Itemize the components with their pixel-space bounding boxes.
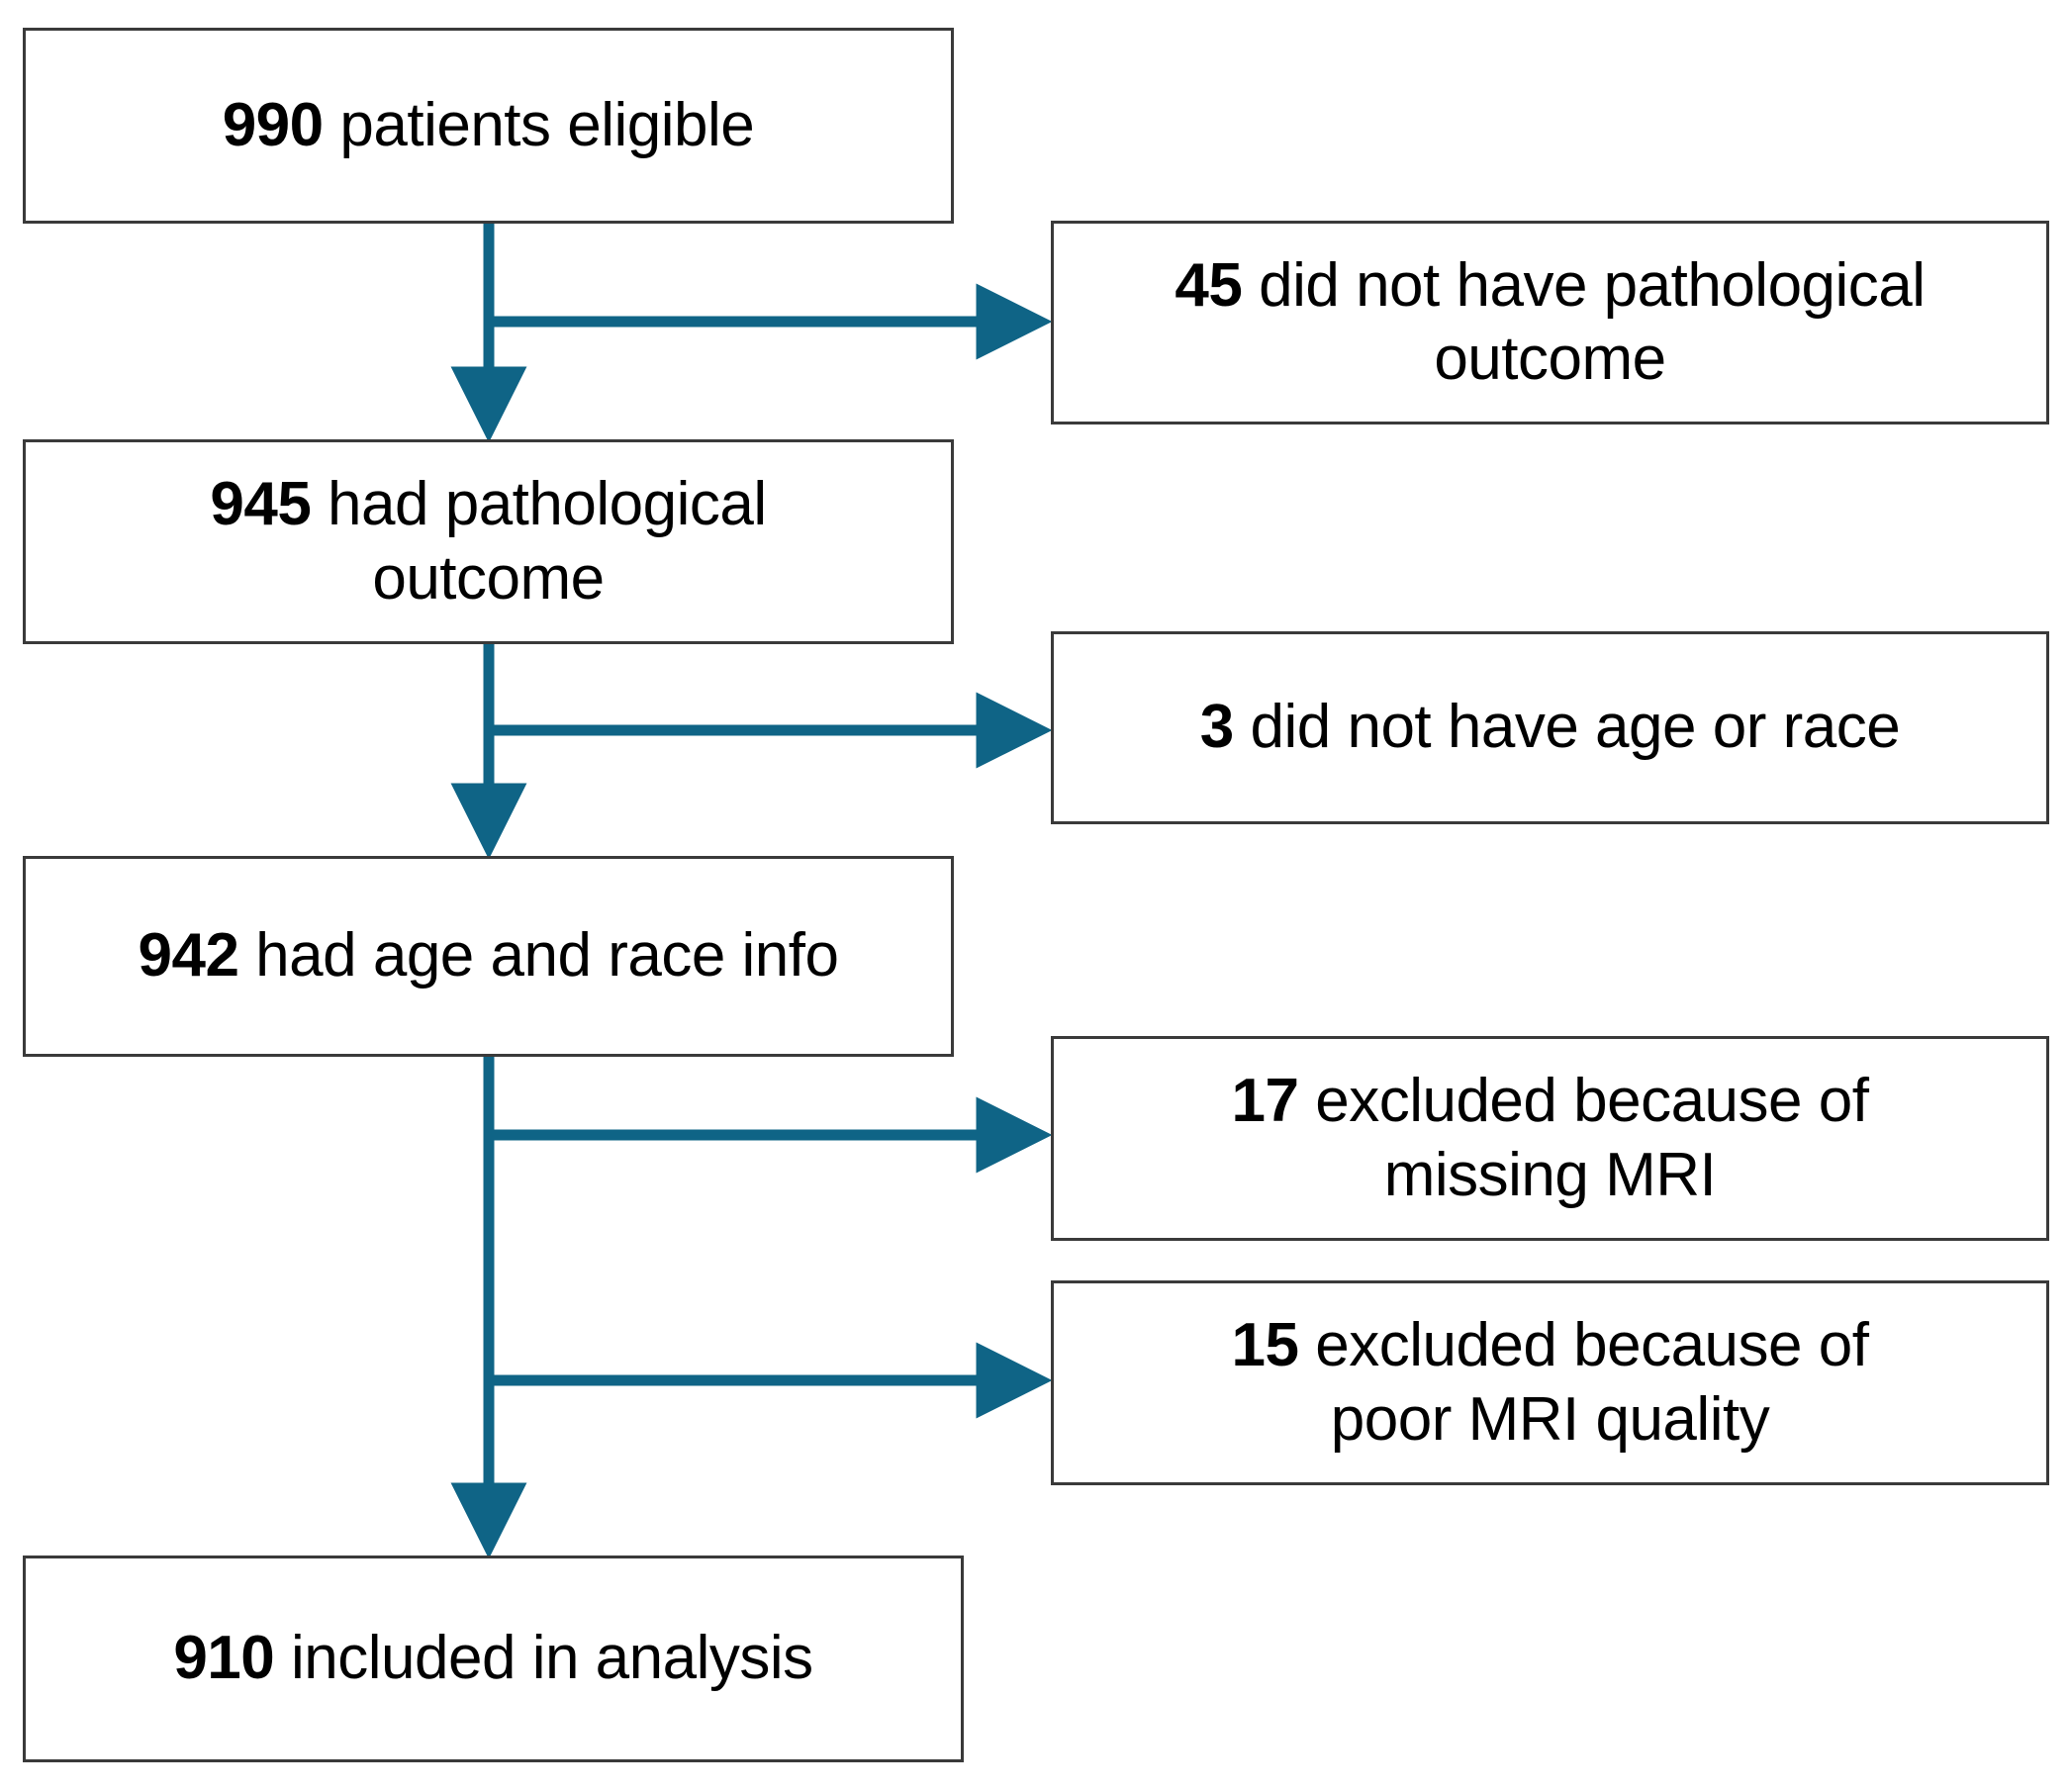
node-had-pathological-outcome-label: 945 had pathological outcome (210, 470, 767, 613)
node-had-pathological-outcome[interactable]: 945 had pathological outcome (23, 439, 954, 644)
node-had-age-and-race-info[interactable]: 942 had age and race info (23, 856, 954, 1057)
count-value: 990 (222, 90, 324, 159)
exclusion-no-pathological-outcome[interactable]: 45 did not have pathological outcome (1051, 221, 2049, 424)
node-included-in-analysis-label: 910 included in analysis (173, 1624, 813, 1693)
exclusion-poor-mri-quality-label: 15 excluded because of poor MRI quality (1231, 1311, 1869, 1454)
node-had-age-and-race-info-label: 942 had age and race info (138, 921, 840, 990)
count-value: 910 (173, 1624, 275, 1693)
exclusion-no-pathological-outcome-label: 45 did not have pathological outcome (1175, 250, 1926, 393)
node-patients-eligible-label: 990 patients eligible (222, 90, 755, 159)
exclusion-no-age-or-race[interactable]: 3 did not have age or race (1051, 631, 2049, 824)
count-value: 945 (210, 470, 312, 539)
exclusion-poor-mri-quality[interactable]: 15 excluded because of poor MRI quality (1051, 1280, 2049, 1485)
exclusion-no-age-or-race-label: 3 did not have age or race (1199, 693, 1901, 762)
exclusion-missing-mri-label: 17 excluded because of missing MRI (1231, 1067, 1869, 1209)
node-included-in-analysis[interactable]: 910 included in analysis (23, 1556, 964, 1762)
node-patients-eligible[interactable]: 990 patients eligible (23, 28, 954, 224)
count-value: 45 (1175, 250, 1243, 320)
count-value: 942 (138, 921, 239, 990)
exclusion-missing-mri[interactable]: 17 excluded because of missing MRI (1051, 1036, 2049, 1241)
count-value: 17 (1231, 1067, 1299, 1136)
count-value: 3 (1199, 693, 1234, 762)
count-value: 15 (1231, 1311, 1299, 1380)
